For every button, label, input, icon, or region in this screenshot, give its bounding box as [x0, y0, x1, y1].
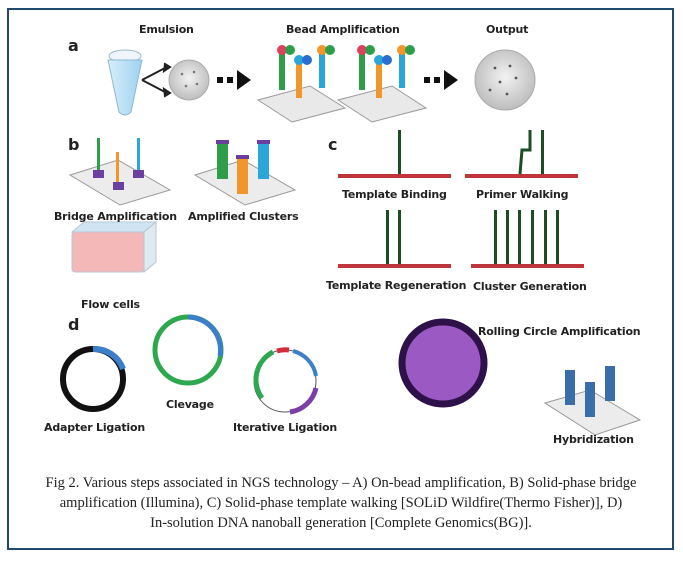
- label-bead-amplification: Bead Amplification: [286, 23, 400, 36]
- label-bridge-amplification: Bridge Amplification: [54, 210, 177, 223]
- figure-caption: Fig 2. Various steps associated in NGS t…: [16, 473, 666, 533]
- label-flow-cells: Flow cells: [81, 298, 140, 311]
- rolling-circle-nanoball-icon: [398, 318, 488, 408]
- panel-letter-d: d: [68, 315, 80, 334]
- label-template-binding: Template Binding: [342, 188, 447, 201]
- caption-line-1: Fig 2. Various steps associated in NGS t…: [45, 475, 637, 491]
- caption-line-2: amplification (Illumina), C) Solid-phase…: [59, 495, 623, 511]
- template-regeneration-illustration: [338, 210, 451, 268]
- template-binding-illustration: [338, 130, 451, 178]
- caption-line-3: In-solution DNA nanoball generation [Com…: [150, 515, 532, 531]
- clevage-circle-icon: [152, 314, 224, 386]
- arrow-to-bead-amplification-icon: [217, 70, 251, 90]
- label-clevage: Clevage: [166, 398, 214, 411]
- label-rolling-circle-amplification: Rolling Circle Amplification: [478, 325, 641, 338]
- flow-cells-icon: [70, 220, 158, 274]
- label-adapter-ligation: Adapter Ligation: [44, 421, 145, 434]
- iterative-ligation-circle-icon: [253, 347, 319, 415]
- primer-walking-illustration: [465, 130, 578, 178]
- hybridization-illustration: [543, 366, 642, 436]
- label-template-regeneration: Template Regeneration: [326, 279, 467, 292]
- label-emulsion: Emulsion: [139, 23, 194, 36]
- bridge-amplification-illustration: [68, 138, 172, 206]
- panel-letter-a: a: [68, 36, 79, 55]
- arrow-to-output-icon: [424, 70, 458, 90]
- cluster-generation-illustration: [471, 210, 584, 268]
- label-primer-walking: Primer Walking: [476, 188, 569, 201]
- split-arrows-icon: [141, 62, 172, 98]
- emulsion-bead-icon: [168, 59, 210, 101]
- label-iterative-ligation: Iterative Ligation: [233, 421, 338, 434]
- adapter-ligation-circle-icon: [60, 345, 126, 412]
- label-cluster-generation: Cluster Generation: [473, 280, 587, 293]
- panel-letter-b: b: [68, 135, 80, 154]
- emulsion-tube-icon: [107, 49, 143, 116]
- label-hybridization: Hybridization: [553, 433, 634, 446]
- label-output: Output: [486, 23, 529, 36]
- output-bead-icon: [474, 49, 536, 111]
- bead-amplification-illustration: [256, 45, 428, 123]
- label-amplified-clusters: Amplified Clusters: [188, 210, 299, 223]
- panel-letter-c: c: [328, 135, 338, 154]
- amplified-clusters-illustration: [193, 140, 297, 206]
